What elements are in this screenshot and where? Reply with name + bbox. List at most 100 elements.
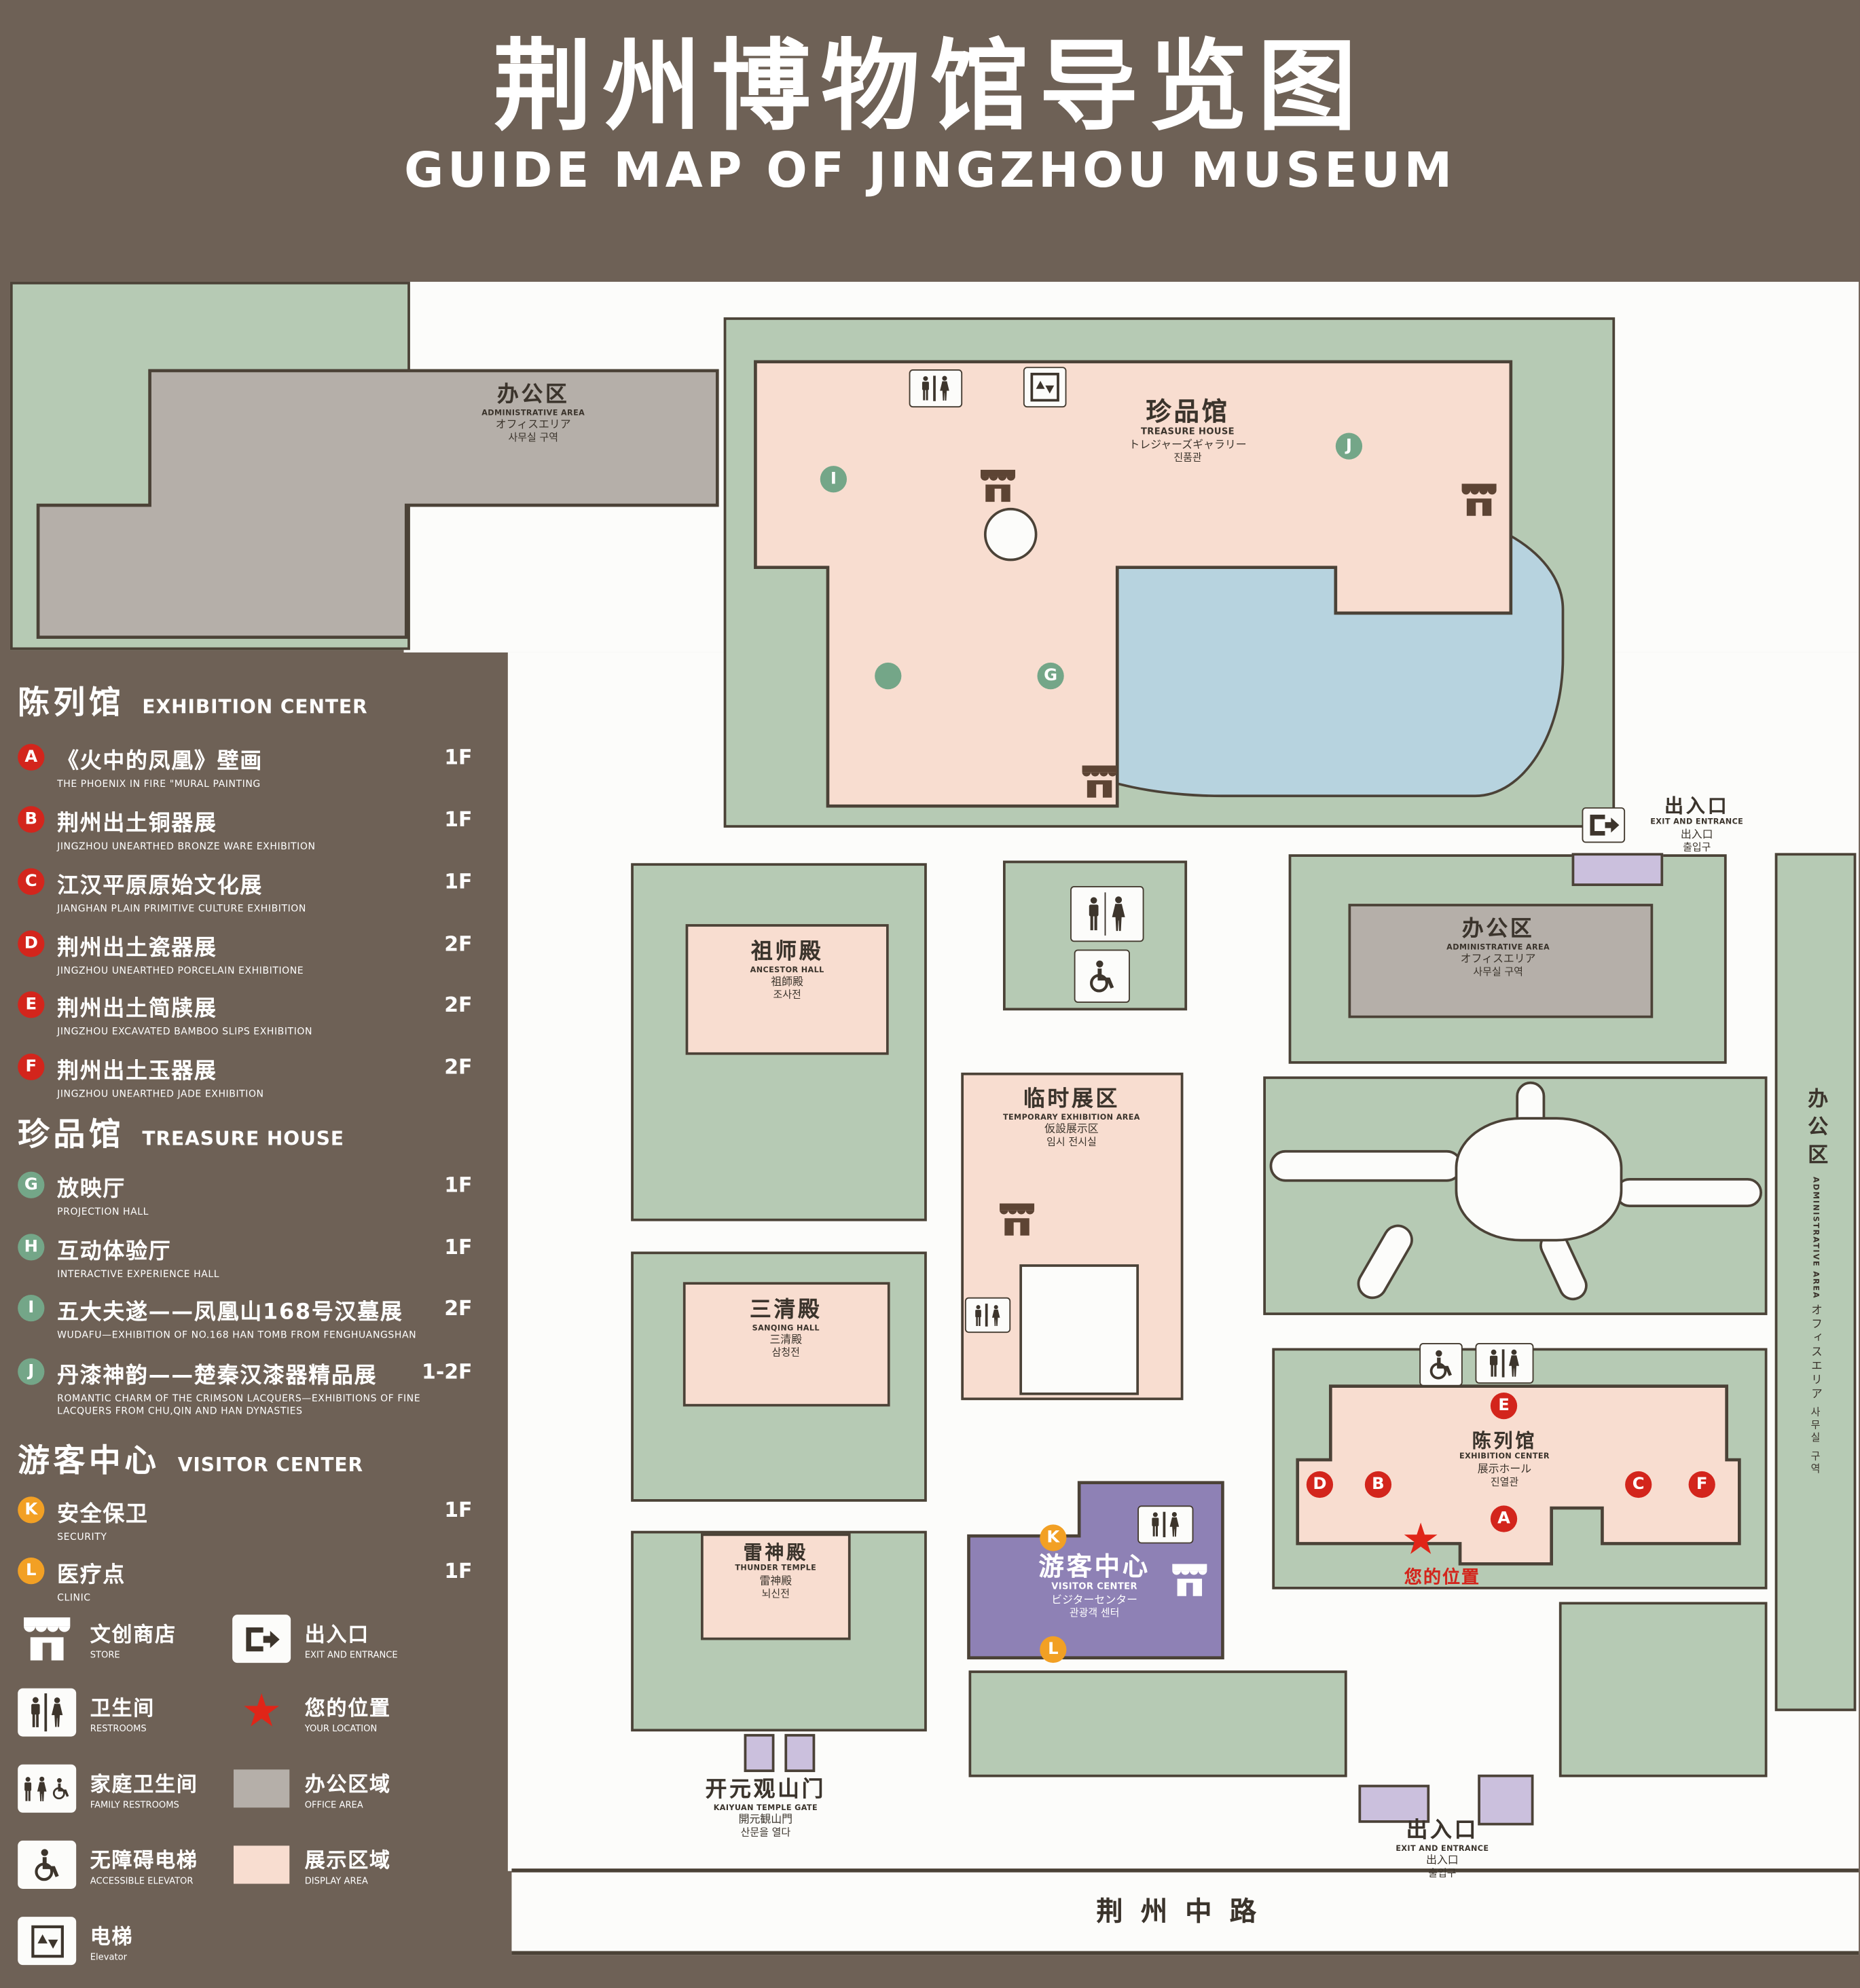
map-marker-B: B xyxy=(1364,1471,1392,1498)
accessible-elevator-icon xyxy=(18,1840,77,1889)
entrance-block-northeast xyxy=(1571,853,1664,886)
legend-marker-H: H xyxy=(18,1234,45,1261)
road xyxy=(511,1869,1859,1955)
exit-glyph xyxy=(1587,813,1620,838)
female-figure-icon xyxy=(1508,1349,1522,1377)
building-admin-central xyxy=(1348,904,1654,1018)
admin-east-label: 办公区 ADMINISTRATIVE AREA オフィスエリア 사무실 구역 xyxy=(1804,1088,1829,1477)
floor-badge: 1F xyxy=(444,1558,473,1583)
building-sanqing-hall xyxy=(682,1282,890,1407)
kaiyuan-gate-label: 开元观山门 KAIYUAN TEMPLE GATE 開元観山門 산문을 열다 xyxy=(705,1777,826,1839)
floor-badge: 1F xyxy=(444,807,473,832)
wheelchair-icon xyxy=(1427,1349,1455,1380)
treasure-house-round-court xyxy=(983,507,1038,562)
display-area-swatch xyxy=(234,1845,290,1884)
map-marker-G: G xyxy=(1037,662,1064,690)
floor-badge: 2F xyxy=(444,1054,473,1080)
female-figure-icon xyxy=(938,375,951,401)
legend-marker-F: F xyxy=(18,1053,45,1081)
floor-badge: 1F xyxy=(444,745,473,769)
map-marker-L: L xyxy=(1040,1636,1067,1663)
map-marker-I: I xyxy=(820,466,847,493)
divider xyxy=(1104,892,1106,936)
floor-badge: 1-2F xyxy=(421,1359,473,1384)
legend-marker-K: K xyxy=(18,1496,45,1524)
location-star-icon: ★ xyxy=(240,1685,282,1738)
map-marker-E: E xyxy=(1490,1392,1518,1420)
map-marker-A: A xyxy=(1490,1505,1518,1532)
male-figure-icon xyxy=(1150,1512,1160,1537)
legend-marker-L: L xyxy=(18,1557,45,1585)
male-figure-icon xyxy=(974,1304,983,1326)
building-treasure-house xyxy=(754,360,1513,808)
your-location-label: 您的位置 xyxy=(1404,1567,1480,1588)
location-star-icon: ★ xyxy=(1401,1514,1440,1566)
divider xyxy=(1502,1349,1505,1378)
elevator-icon xyxy=(1023,367,1067,408)
map-marker-D: D xyxy=(1306,1471,1334,1498)
floor-badge: 1F xyxy=(444,1235,473,1259)
legend-marker-B: B xyxy=(18,806,45,833)
floor-badge: 1F xyxy=(444,1498,473,1522)
road-label: 荆州中路 xyxy=(1096,1896,1275,1928)
legend-marker-J: J xyxy=(18,1358,45,1385)
page-subtitle: GUIDE MAP OF JINGZHOU MUSEUM xyxy=(404,142,1456,198)
divider xyxy=(1163,1511,1165,1538)
wheelchair-icon xyxy=(1087,959,1117,993)
thunder-temple-label: 雷神殿 THUNDER TEMPLE 雷神殿 뇌신전 xyxy=(735,1541,817,1600)
office-area-swatch xyxy=(234,1769,290,1808)
restroom-icon xyxy=(18,1688,77,1737)
male-figure-icon xyxy=(1488,1349,1499,1377)
garden-pond-clearing xyxy=(1455,1117,1623,1242)
store-icon xyxy=(998,1203,1036,1236)
restroom-icon xyxy=(1070,885,1144,942)
exit-icon xyxy=(1582,807,1626,843)
store-icon xyxy=(1080,765,1118,798)
exit-icon xyxy=(232,1615,291,1663)
garden-path-east xyxy=(1615,1177,1763,1207)
building-thunder-temple xyxy=(701,1533,851,1640)
male-figure-icon xyxy=(1087,896,1101,932)
floor-badge: 2F xyxy=(444,993,473,1017)
lawn-admin-east-strip xyxy=(1774,853,1857,1712)
legend-marker-G: G xyxy=(18,1171,45,1198)
map-marker-K: K xyxy=(1040,1524,1067,1551)
map-marker-F: F xyxy=(1688,1471,1715,1498)
map-marker-J: J xyxy=(1335,432,1363,460)
female-figure-icon xyxy=(991,1304,1002,1326)
gate-pillar-right xyxy=(784,1733,816,1772)
floor-badge: 1F xyxy=(444,869,473,894)
ancestor-hall-label: 祖师殿 ANCESTOR HALL 祖師殿 조사전 xyxy=(750,939,824,1001)
legend-marker-E: E xyxy=(18,991,45,1018)
male-figure-icon xyxy=(920,375,930,401)
sanqing-hall-label: 三清殿 SANQING HALL 三清殿 삼청전 xyxy=(749,1297,822,1359)
legend-section-visitor: 游客中心 VISITOR CENTER xyxy=(18,1441,364,1479)
legend-marker-I: I xyxy=(18,1294,45,1322)
restroom-icon xyxy=(1475,1343,1534,1384)
legend-section-treasure: 珍品馆 TREASURE HOUSE xyxy=(18,1116,345,1153)
entrance-block-south-left xyxy=(1358,1784,1430,1823)
legend-section-exhibition: 陈列馆 EXHIBITION CENTER xyxy=(18,684,368,721)
building-ancestor-hall xyxy=(685,924,889,1055)
divider xyxy=(933,375,936,401)
accessible-elevator-icon xyxy=(1419,1343,1463,1386)
floor-badge: 2F xyxy=(444,932,473,956)
visitor-center-label: 游客中心 VISITOR CENTER ビジターセンター 관광객 센터 xyxy=(1038,1551,1150,1619)
store-icon xyxy=(1460,483,1498,517)
female-figure-icon xyxy=(1168,1512,1181,1537)
